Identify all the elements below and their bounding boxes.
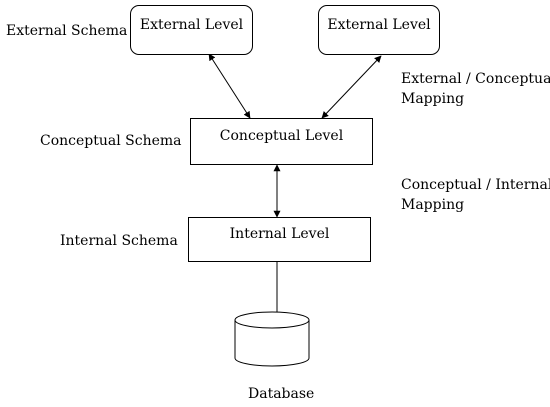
conceptual-level-label: Conceptual Level — [219, 128, 344, 144]
external-level-left-box: External Level — [130, 5, 253, 55]
external-level-left-label: External Level — [139, 17, 244, 33]
external-level-right-box: External Level — [318, 5, 440, 55]
external-conceptual-mapping-label: External / Conceptual Mapping — [401, 69, 550, 109]
external-conceptual-mapping-line1: External / Conceptual — [401, 71, 550, 87]
internal-level-box: Internal Level — [188, 217, 371, 262]
arrow-right-external-conceptual — [321, 55, 382, 119]
conceptual-level-box: Conceptual Level — [190, 118, 373, 165]
external-conceptual-mapping-line2: Mapping — [401, 91, 465, 107]
conceptual-internal-mapping-line2: Mapping — [401, 197, 465, 213]
internal-level-label: Internal Level — [229, 226, 330, 242]
internal-schema-label: Internal Schema — [60, 233, 178, 249]
arrow-left-external-conceptual — [208, 53, 251, 119]
conceptual-internal-mapping-label: Conceptual / Internal Mapping — [401, 175, 550, 215]
database-label: Database — [248, 386, 315, 402]
external-schema-label: External Schema — [6, 23, 128, 39]
conceptual-schema-label: Conceptual Schema — [40, 133, 182, 149]
database-cylinder-icon — [234, 311, 310, 367]
conceptual-internal-mapping-line1: Conceptual / Internal — [401, 177, 550, 193]
external-level-right-label: External Level — [327, 17, 431, 33]
